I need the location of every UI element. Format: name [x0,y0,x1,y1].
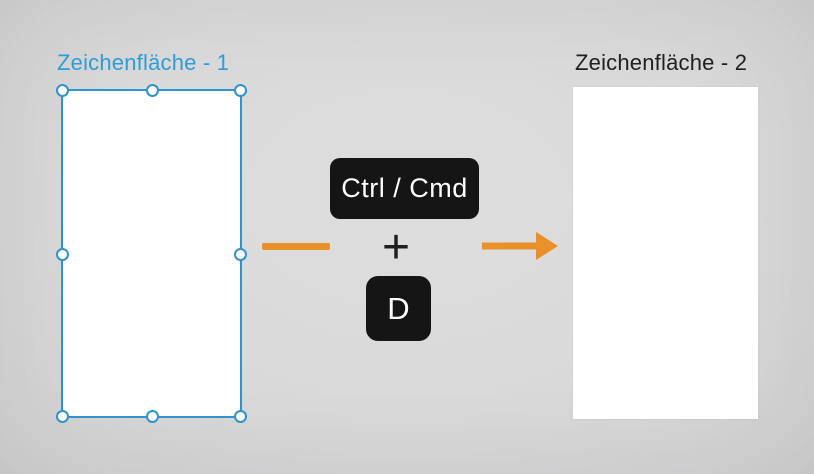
selection-handle-bottom-middle[interactable] [145,410,159,423]
artboard-2-surface[interactable] [573,87,758,419]
artboard-1-title[interactable]: Zeichenfläche - 1 [57,50,230,75]
selection-handle-top-middle[interactable] [145,84,159,97]
selection-handle-middle-left[interactable] [56,247,69,261]
arrow-right-icon [482,232,558,260]
keycap-ctrl-cmd: Ctrl / Cmd [330,158,479,219]
artboard-2-title[interactable]: Zeichenfläche - 2 [575,50,748,75]
selection-handle-middle-right[interactable] [234,247,247,261]
keycap-d: D [366,276,431,341]
selection-handle-bottom-left[interactable] [56,410,69,423]
artboard-1-surface[interactable] [56,84,247,423]
selection-handle-top-right[interactable] [234,84,247,97]
selection-handle-top-left[interactable] [56,84,69,97]
flow-line-icon [262,243,330,250]
selection-handle-bottom-right[interactable] [234,410,247,423]
plus-separator: + [381,220,411,274]
